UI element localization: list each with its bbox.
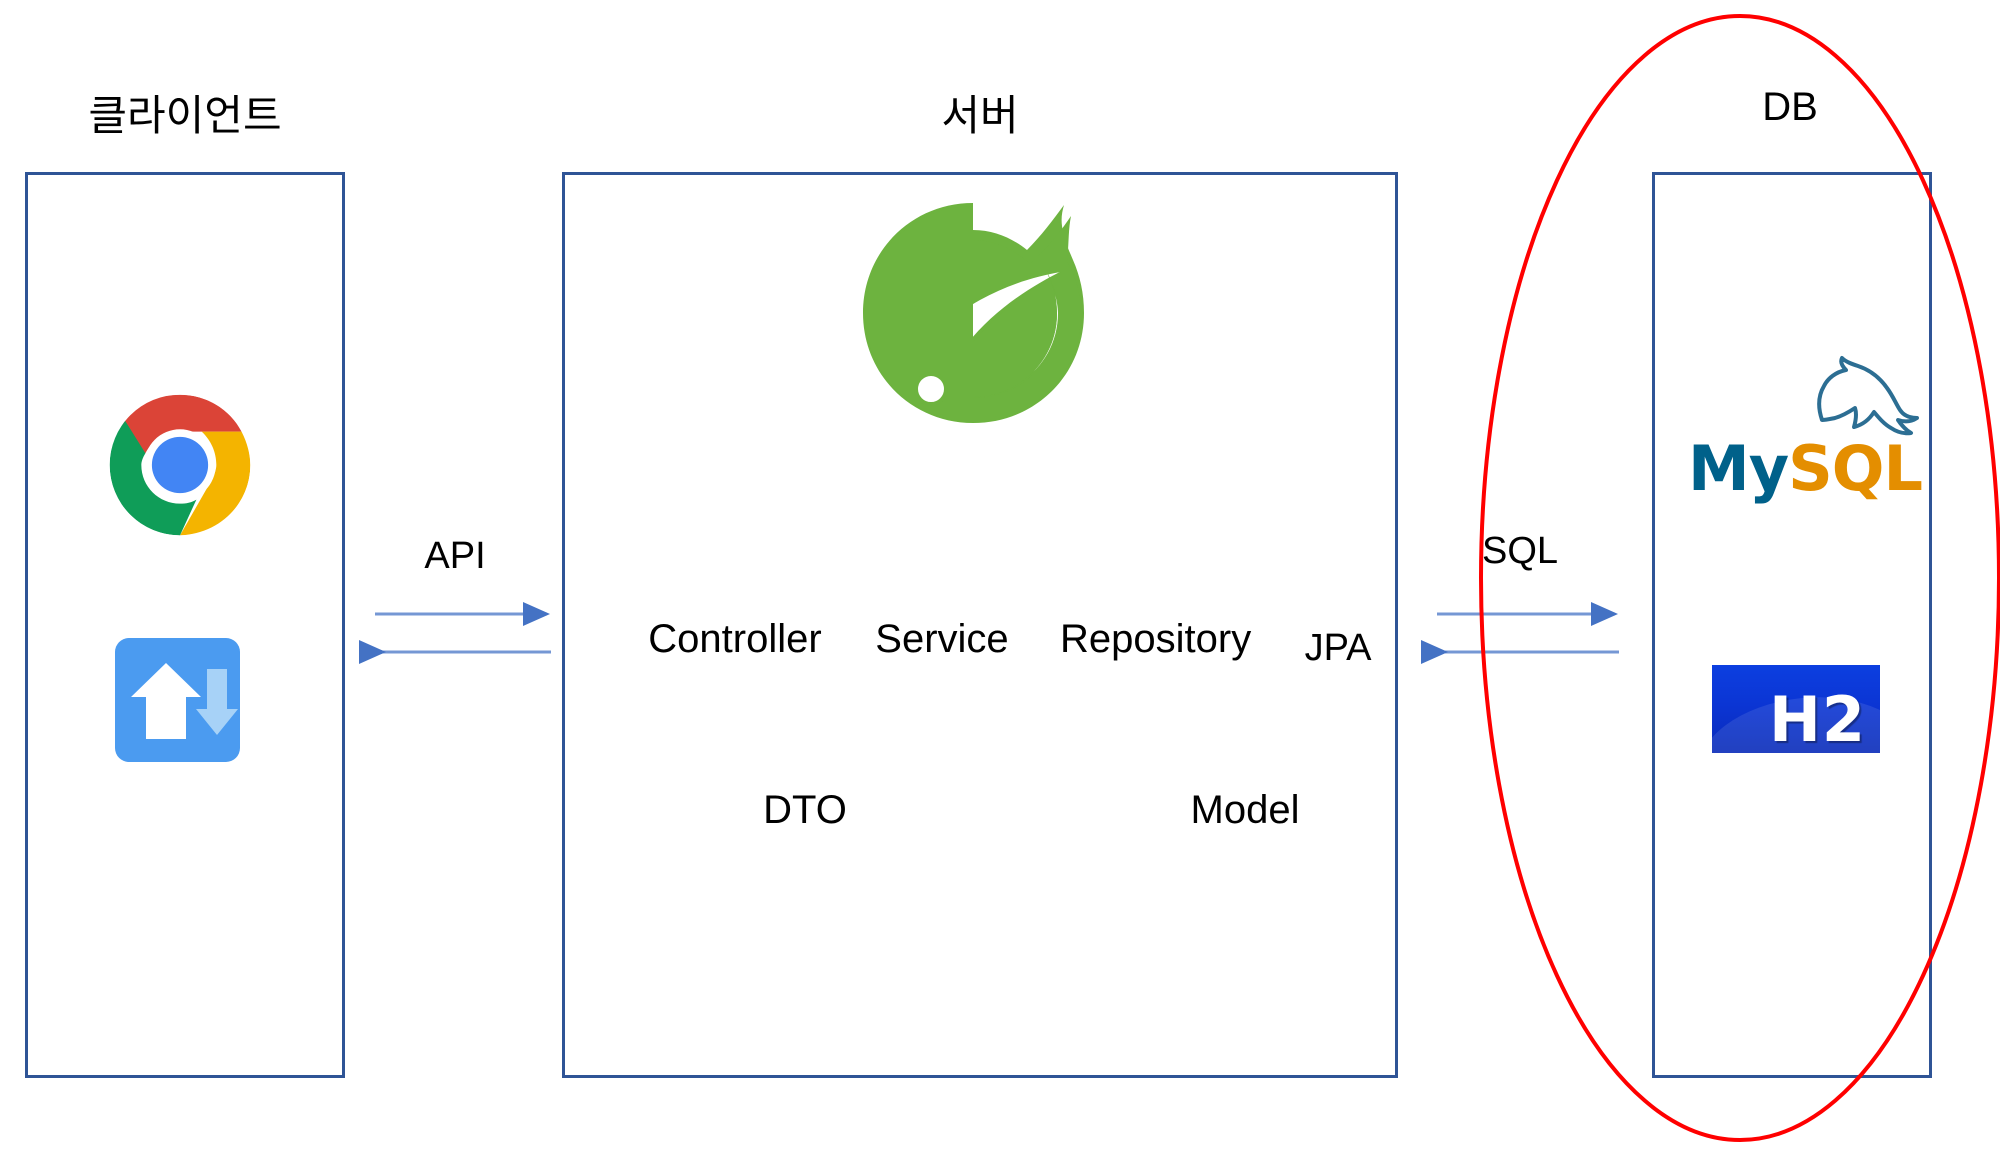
mysql-wordmark: MySQL [1688, 438, 1923, 500]
mysql-logo: MySQL [1688, 356, 1923, 500]
h2-logo: H2 [1712, 665, 1880, 753]
server-panel [562, 172, 1398, 1078]
client-section-title: 클라이언트 [88, 92, 282, 139]
mysql-text-my: My [1688, 432, 1789, 505]
db-panel [1652, 172, 1932, 1078]
sql-connection-label: SQL [1481, 530, 1559, 572]
spring-logo [855, 198, 1105, 428]
server-layer-jpa: JPA [1304, 627, 1372, 669]
spring-leaf-icon [863, 203, 1084, 423]
chrome-icon [109, 394, 251, 536]
server-layer-service: Service [875, 617, 1009, 661]
server-section-title: 서버 [941, 92, 1019, 139]
server-layer-model: Model [1190, 788, 1300, 832]
api-arrows [359, 602, 551, 664]
client-panel [25, 172, 345, 1078]
sql-arrows [1421, 602, 1619, 664]
server-layer-repository: Repository [1060, 617, 1252, 661]
mysql-text-sql: SQL [1788, 432, 1923, 505]
chrome-logo [105, 390, 255, 540]
db-section-title: DB [1762, 85, 1818, 129]
data-transfer-icon [115, 638, 240, 762]
server-layer-dto: DTO [763, 788, 847, 832]
h2-logo-label: H2 [1768, 683, 1866, 753]
data-transfer-logo [110, 635, 245, 765]
server-layer-controller: Controller [648, 617, 822, 661]
api-connection-label: API [424, 535, 486, 577]
